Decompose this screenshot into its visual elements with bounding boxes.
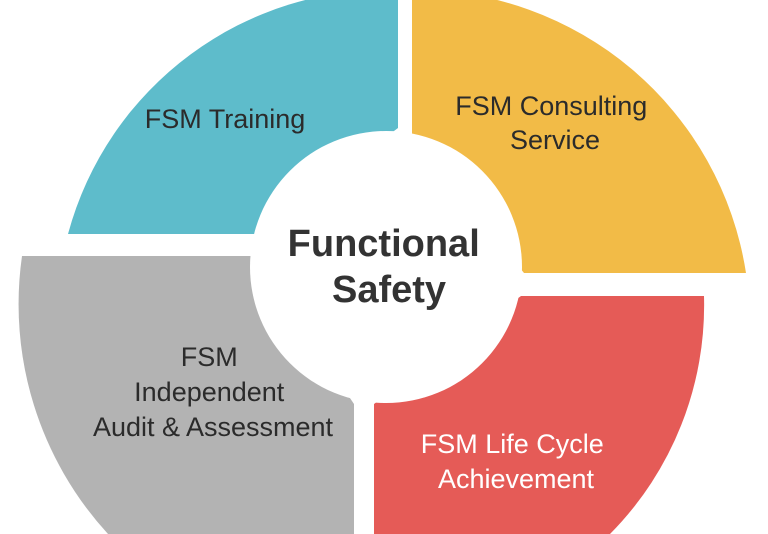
segment-life-cycle-label: FSM Life Cycle Achievement xyxy=(421,429,612,494)
center-title-line-1: Functional xyxy=(288,223,480,265)
segment-audit-line-2: Independent xyxy=(134,377,285,407)
segment-audit-label: FSM Independent Audit & Assessment xyxy=(93,342,334,442)
center-title-line-2: Safety xyxy=(332,269,446,311)
center-circle xyxy=(250,131,522,403)
center-hub: Functional Safety xyxy=(250,131,522,403)
segment-consulting-line-1: FSM Consulting xyxy=(455,91,647,121)
segment-consulting-line-2: Service xyxy=(510,125,600,155)
center-title: Functional Safety xyxy=(288,223,491,311)
segment-life-cycle-line-1: FSM Life Cycle xyxy=(421,429,604,459)
segment-audit-line-3: Audit & Assessment xyxy=(93,412,334,442)
segment-life-cycle-line-2: Achievement xyxy=(438,464,595,494)
segment-training-label: FSM Training xyxy=(145,104,306,134)
segment-audit-line-1: FSM xyxy=(181,342,238,372)
segment-training-line-1: FSM Training xyxy=(145,104,306,134)
segment-consulting-label: FSM Consulting Service xyxy=(455,91,655,155)
